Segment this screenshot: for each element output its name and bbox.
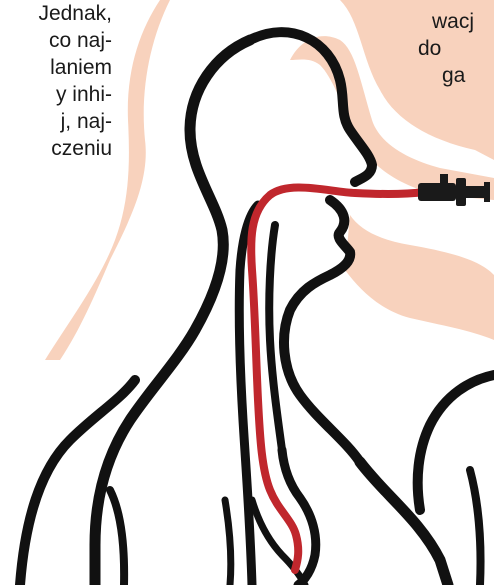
body-outline-right-arm (470, 470, 481, 585)
right-text-line: do (418, 35, 474, 62)
left-text-line: laniem (38, 54, 112, 81)
left-text-line: Jednak, (38, 0, 112, 27)
left-text-line: j, naj- (38, 108, 112, 135)
torso-center-line (225, 500, 231, 585)
left-text-line: co naj- (38, 27, 112, 54)
right-text-line: wacj (432, 8, 474, 35)
body-outline-left-shoulder (20, 380, 135, 585)
right-text-column: wacj do ga (418, 8, 474, 89)
right-text-line: ga (442, 62, 474, 89)
skin-shadow-right-shoulder (345, 215, 494, 340)
left-text-line: y inhi- (38, 81, 112, 108)
body-outline-left-arm-crease (110, 490, 124, 585)
left-text-column: Jednak, co naj- laniem y inhi- j, naj- c… (38, 0, 112, 162)
left-text-line: czeniu (38, 135, 112, 162)
body-outline-right-shoulder (418, 375, 494, 510)
body-outline-torso-front (360, 462, 448, 585)
